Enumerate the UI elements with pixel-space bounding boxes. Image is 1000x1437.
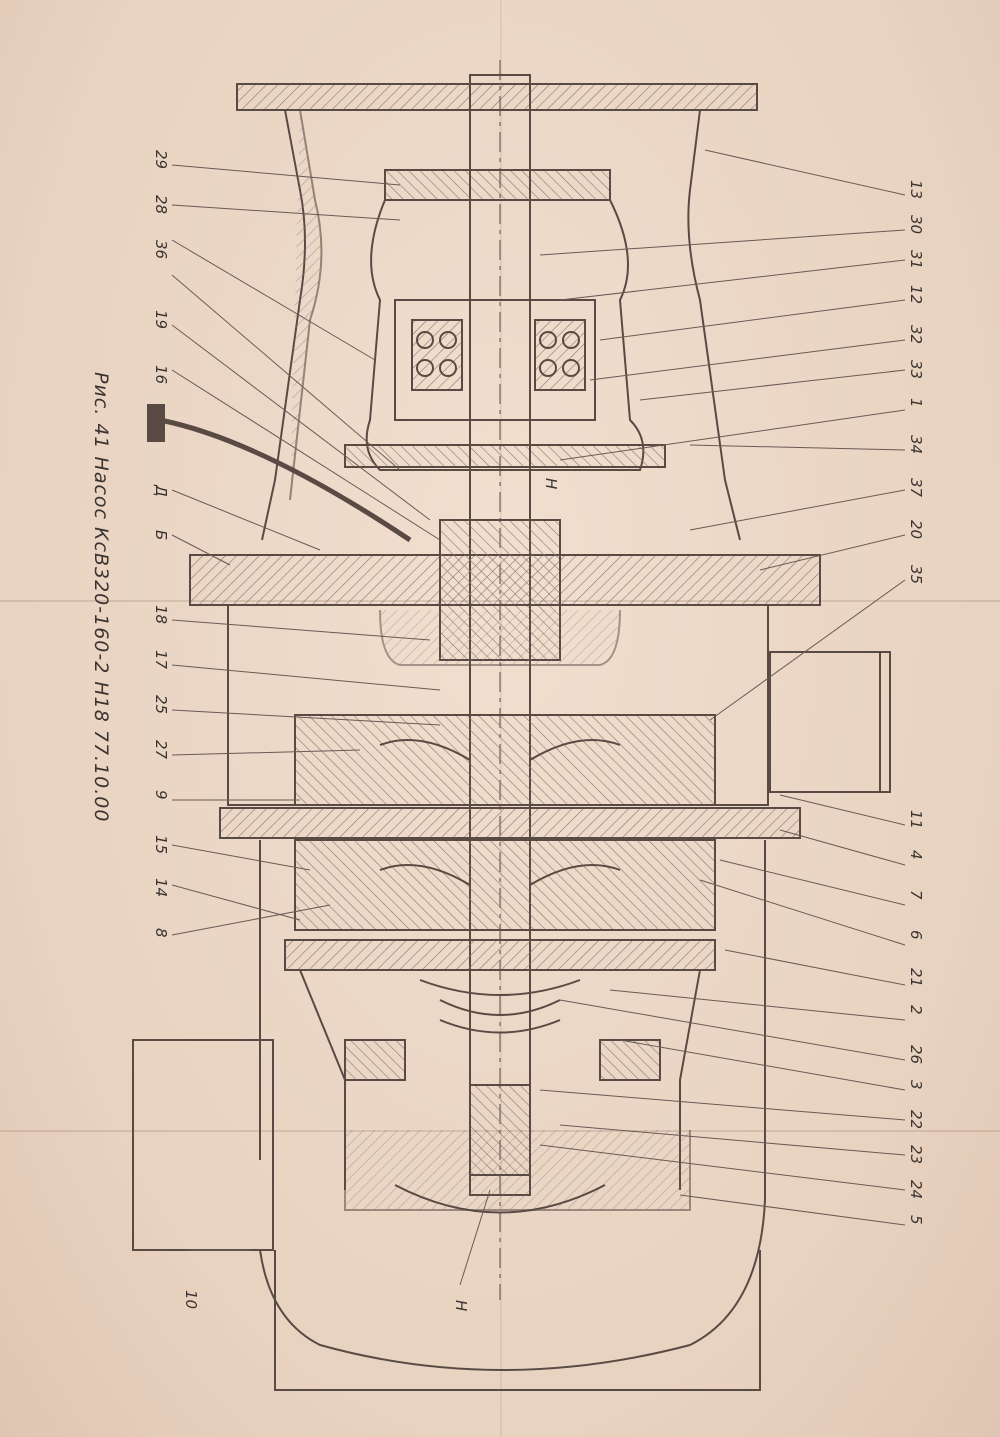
part-label: 13 [907,180,925,200]
part-label: 17 [152,650,170,670]
part-label: 32 [907,325,925,345]
bearing-housing [394,299,596,421]
part-label: 23 [907,1145,925,1165]
part-label: 35 [907,565,925,585]
part-label: 26 [907,1045,925,1065]
ball-bearing-right [534,319,586,391]
ball-bearing-left [411,319,463,391]
part-label: 8 [152,928,170,938]
cable-gland [147,404,165,442]
part-label: 5 [907,1215,925,1225]
bearing-cover [384,169,611,201]
top-flange [236,83,758,111]
part-label: 28 [152,195,170,215]
part-label: 15 [152,835,170,855]
part-label: 30 [907,215,925,235]
part-label: 7 [907,890,925,900]
cable [159,417,412,543]
stage-2 [294,839,716,931]
part-label: 37 [907,478,925,498]
part-label: 9 [152,790,170,800]
part-label: 1 [907,398,925,408]
figure-caption: Рис. 41 Насос КсВ320-160-2 Н18 77.10.00 [90,372,112,823]
part-label: Б [152,530,170,541]
part-label: 10 [182,1290,200,1310]
part-label: 18 [152,605,170,625]
part-label: 34 [907,435,925,455]
part-label: 4 [907,850,925,860]
part-label: 2 [907,1005,925,1015]
part-label: 24 [907,1180,925,1200]
part-label: 22 [907,1110,925,1130]
part-label: 31 [907,250,925,270]
part-label: 20 [907,520,925,540]
discharge-nozzle [769,651,891,793]
section-mark: Н [542,478,560,490]
part-label: 14 [152,878,170,898]
suction-nozzle [132,1039,274,1251]
part-label: 29 [152,150,170,170]
part-label: 19 [152,310,170,330]
part-label: 25 [152,695,170,715]
part-label: 6 [907,930,925,940]
part-label: 12 [907,285,925,305]
stage-1 [294,714,716,806]
part-label: 36 [152,240,170,260]
part-label: 11 [907,810,925,830]
part-label: Д [152,485,170,497]
part-label: 27 [152,740,170,760]
section-mark: Н [452,1300,470,1312]
part-label: 16 [152,365,170,385]
part-label: 21 [907,968,925,988]
part-label: 33 [907,360,925,380]
part-label: 3 [907,1080,925,1090]
